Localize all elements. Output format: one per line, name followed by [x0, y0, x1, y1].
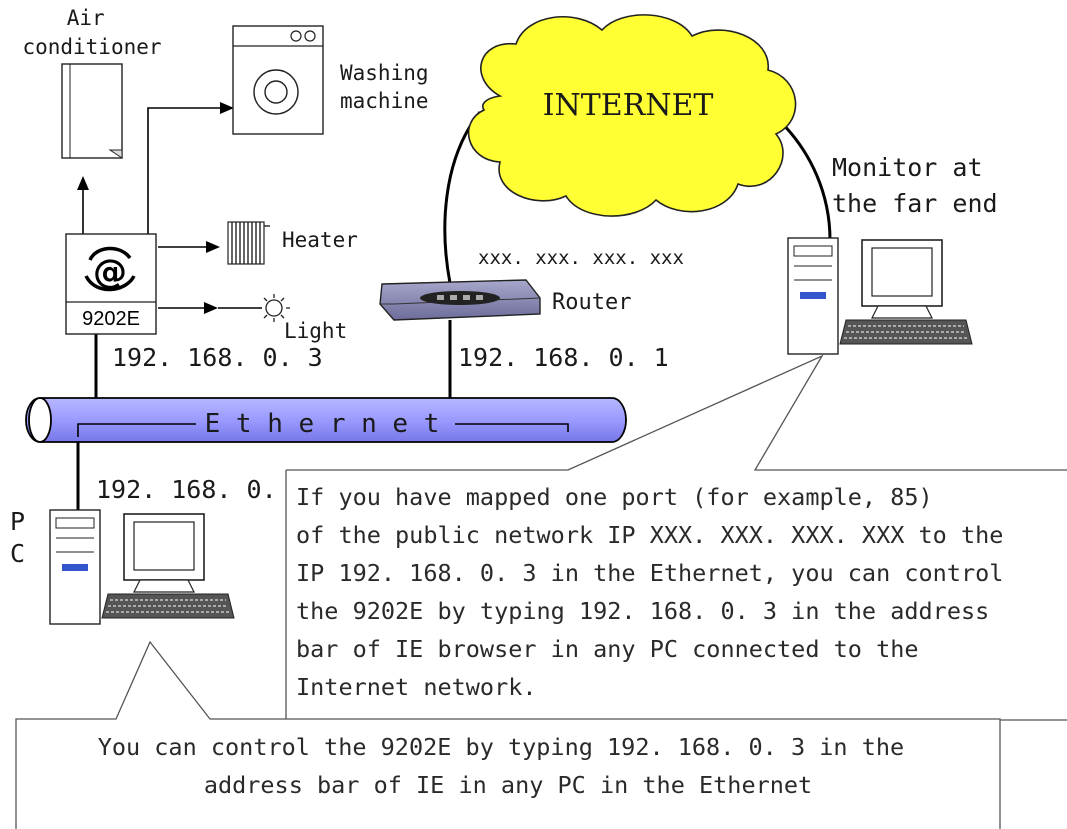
internet-cloud: INTERNET [467, 14, 797, 217]
router-label: Router [552, 290, 631, 315]
remote-monitor-pc: Monitor at the far end [787, 153, 998, 355]
remote-computer-icon [787, 237, 973, 355]
router: Router [379, 279, 631, 321]
svg-text:@: @ [93, 252, 127, 292]
controller-model-label: 9202E [82, 308, 140, 330]
washing-machine: Washing machine [232, 25, 441, 135]
light-bulb-icon [263, 294, 290, 322]
heater-label: Heater [282, 228, 358, 252]
local-callout-pointer [15, 640, 1001, 829]
washing-machine-icon [232, 25, 324, 135]
public-ip-label: xxx. xxx. xxx. xxx [478, 247, 684, 269]
ethernet-bus: E t h e r n e t [25, 397, 627, 443]
heater: Heater [227, 221, 358, 265]
air-conditioner: Air conditioner [22, 6, 162, 159]
local-pc: P C [10, 507, 235, 625]
arrow-to-air-conditioner-icon [77, 176, 89, 190]
ethernet-pipe-end [28, 397, 52, 443]
ethernet-inner-line-left [77, 423, 196, 437]
controller-box [65, 233, 157, 335]
arrow-to-heater-icon [206, 241, 220, 253]
router-icon [379, 279, 541, 321]
pc-ip-label: 192. 168. 0. 2 [96, 475, 307, 504]
light-label: Light [284, 319, 347, 343]
remote-callout-pointer [286, 354, 1067, 471]
local-callout-text: You can control the 9202E by typing 192.… [98, 733, 919, 799]
controller-ip-label: 192. 168. 0. 3 [112, 343, 323, 372]
pc-label: P C [10, 507, 40, 568]
local-access-callout: You can control the 9202E by typing 192.… [15, 640, 1001, 829]
router-ip-label: 192. 168. 0. 1 [458, 343, 669, 372]
monitor-label: Monitor at the far end [832, 153, 998, 218]
ethernet-label: E t h e r n e t [205, 409, 440, 439]
air-conditioner-icon [61, 63, 123, 159]
internet-label: INTERNET [543, 88, 714, 123]
remote-callout-text: If you have mapped one port (for example… [296, 483, 1018, 701]
remote-access-callout: If you have mapped one port (for example… [285, 354, 1067, 721]
arrow-to-washing-machine-icon [220, 102, 234, 114]
light: Light [263, 294, 347, 343]
ethernet-pipe [25, 397, 627, 443]
controller-9202e: @ 9202E [65, 233, 157, 335]
air-conditioner-label: Air conditioner [22, 6, 161, 59]
internet-cloud-shape [467, 14, 797, 217]
at-sign-logo-icon: @ [84, 246, 136, 292]
arrow-to-light-icon [204, 302, 218, 314]
heater-icon [227, 221, 270, 265]
local-computer-icon [49, 509, 235, 625]
washing-machine-label: Washing machine [340, 61, 441, 113]
wire-to-washing-machine [147, 107, 228, 236]
ethernet-inner-line-right [455, 423, 569, 432]
